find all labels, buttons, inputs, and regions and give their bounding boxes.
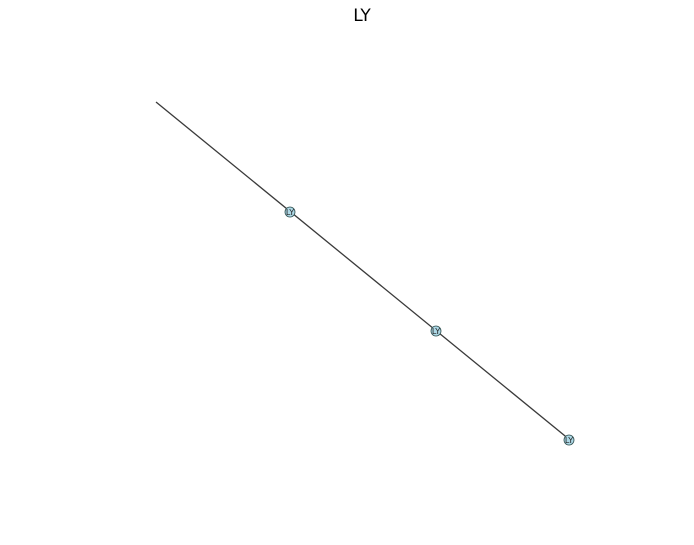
diagram-title: LY — [353, 6, 371, 26]
node-circle — [284, 206, 296, 218]
node-circle — [563, 434, 575, 446]
graph-node: LY — [563, 434, 575, 446]
edge-line — [155, 101, 571, 441]
graph-node: LY — [430, 325, 442, 337]
graph-node: LY — [284, 206, 296, 218]
node-label: LY — [565, 436, 573, 445]
node-circle — [430, 325, 442, 337]
node-label: LY — [286, 208, 294, 217]
node-label: LY — [432, 327, 440, 336]
